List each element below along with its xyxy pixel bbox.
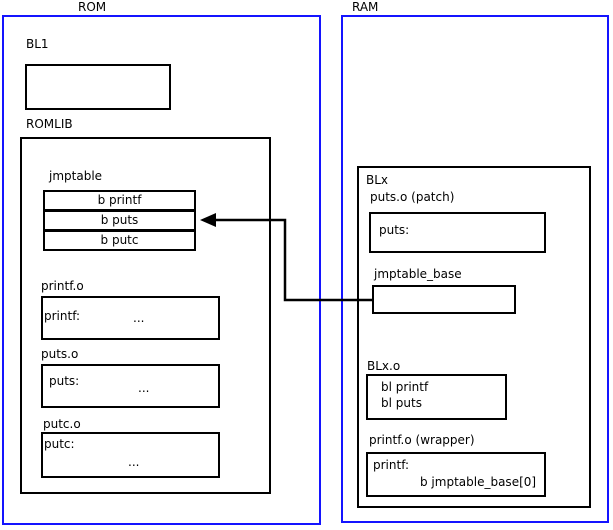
printf-o-label: printf.o	[41, 279, 84, 293]
blx-o-line-bl-printf: bl printf	[381, 380, 429, 394]
puts-o-patch-label: puts.o (patch)	[370, 190, 455, 204]
printf-o-box: printf: ...	[41, 296, 220, 340]
printf-o-symbol: printf:	[44, 309, 81, 323]
bl1-box	[25, 64, 171, 110]
bl1-label: BL1	[26, 37, 49, 51]
puts-o-body: ...	[138, 381, 150, 395]
blx-o-box: bl printf bl puts	[366, 374, 507, 420]
jmptable-entry-printf[interactable]: b printf	[43, 190, 196, 211]
putc-o-symbol: putc:	[44, 437, 75, 451]
puts-o-patch-box: puts:	[369, 212, 546, 253]
printf-o-body: ...	[133, 311, 145, 325]
putc-o-box: putc: ...	[41, 432, 220, 478]
blx-o-line-bl-puts: bl puts	[381, 396, 422, 410]
putc-o-body: ...	[128, 455, 140, 469]
puts-o-label: puts.o	[41, 347, 79, 361]
ram-region-label: RAM	[352, 0, 379, 14]
puts-o-box: puts: ...	[41, 364, 220, 408]
jmptable-entry-putc[interactable]: b putc	[43, 230, 196, 251]
jmptable-base-label: jmptable_base	[374, 267, 462, 281]
printf-o-wrapper-label: printf.o (wrapper)	[369, 433, 475, 447]
rom-region-label: ROM	[78, 0, 107, 14]
jmptable-base-box	[372, 285, 516, 314]
printf-o-wrapper-symbol: printf:	[373, 458, 410, 472]
romlib-label: ROMLIB	[26, 117, 73, 131]
putc-o-label: putc.o	[43, 417, 81, 431]
jmptable-entry-puts[interactable]: b puts	[43, 210, 196, 231]
blx-o-label: BLx.o	[367, 359, 401, 373]
puts-o-patch-symbol: puts:	[379, 223, 410, 237]
puts-o-symbol: puts:	[49, 374, 80, 388]
printf-o-wrapper-box: printf: b jmptable_base[0]	[366, 452, 546, 497]
blx-label: BLx	[366, 173, 389, 187]
printf-o-wrapper-instruction: b jmptable_base[0]	[420, 475, 537, 489]
jmptable-label: jmptable	[49, 169, 103, 183]
